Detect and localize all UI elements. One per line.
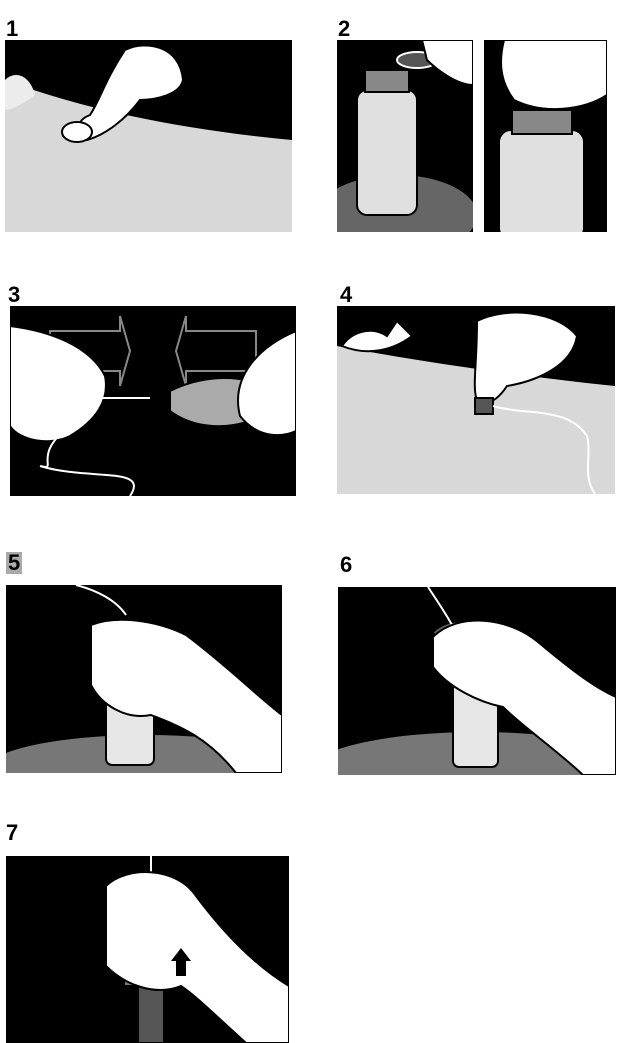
step-1-illustration (5, 40, 292, 232)
step-5-illustration (6, 585, 282, 773)
vial (357, 90, 417, 215)
step-number-7: 7 (6, 822, 18, 844)
vial-cap-removal-drawing (337, 40, 473, 232)
step-number-3: 3 (8, 284, 20, 306)
step-7-illustration (6, 856, 289, 1043)
press-adapter-drawing (338, 587, 616, 775)
step-2b-illustration (484, 40, 607, 232)
step-2a-illustration (337, 40, 473, 232)
remove-vial-drawing (6, 856, 289, 1043)
vial-neck (138, 986, 164, 1043)
connect-vial-drawing (6, 585, 282, 773)
needle-wings (475, 398, 493, 414)
vial (499, 130, 584, 232)
step-number-2: 2 (338, 18, 350, 40)
gloved-hand (501, 40, 607, 109)
swab (62, 122, 92, 142)
step-6-illustration (338, 587, 616, 775)
step-3-illustration (10, 306, 296, 496)
arm-swab-drawing (5, 40, 292, 232)
step-4-illustration (337, 306, 615, 494)
step-number-6: 6 (340, 554, 352, 576)
attach-needle-drawing (10, 306, 296, 496)
vial-stopper-swab-drawing (484, 40, 607, 232)
step-number-1: 1 (6, 18, 18, 40)
insert-needle-drawing (337, 306, 615, 494)
step-number-5: 5 (6, 552, 22, 574)
step-number-4: 4 (340, 284, 352, 306)
